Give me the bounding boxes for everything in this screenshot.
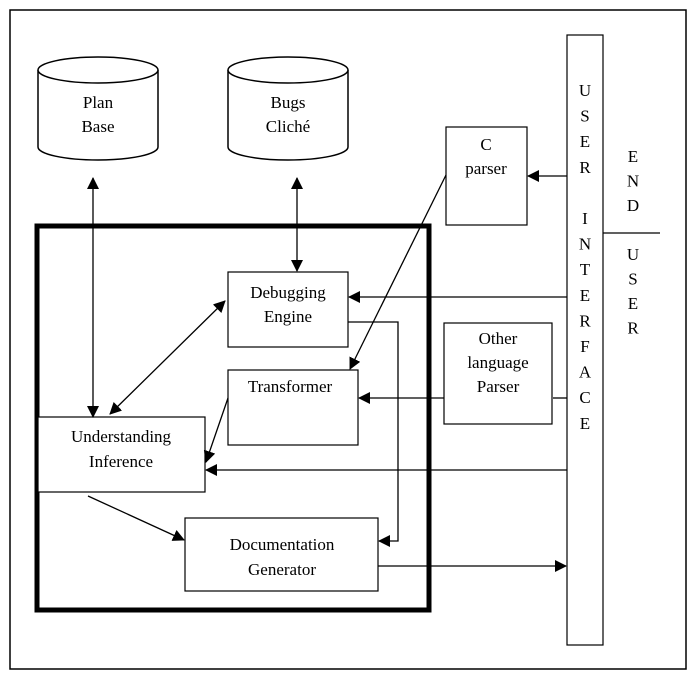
other-parser-label-line3: Parser bbox=[477, 377, 520, 396]
plan-base-label-line2: Base bbox=[81, 117, 114, 136]
debugging-engine-label-line2: Engine bbox=[264, 307, 312, 326]
arrow-understanding-debugging bbox=[109, 300, 226, 415]
bugs-cliche-label-line1: Bugs bbox=[271, 93, 306, 112]
other-parser-label-line1: Other bbox=[479, 329, 518, 348]
arrow-cparser-transformer bbox=[349, 174, 447, 370]
end-user-letter-7: R bbox=[627, 319, 639, 338]
end-user-letter-6: E bbox=[628, 294, 638, 313]
understanding-inference-box: Understanding Inference bbox=[37, 416, 206, 493]
user-interface-letter-9: R bbox=[579, 311, 591, 330]
user-interface-letter-13: E bbox=[580, 414, 590, 433]
other-language-parser-box: Other language Parser bbox=[443, 322, 553, 425]
core-system-boundary bbox=[34, 223, 432, 613]
end-user-letter-1: N bbox=[627, 172, 639, 191]
user-interface-letter-5: I bbox=[582, 209, 588, 228]
user-interface-letter-3: R bbox=[579, 158, 591, 177]
end-user-letter-2: D bbox=[627, 196, 639, 215]
debugging-engine-box: Debugging Engine bbox=[227, 271, 349, 348]
user-interface-letter-8: E bbox=[580, 286, 590, 305]
c-parser-label-line1: C bbox=[480, 135, 491, 154]
documentation-generator-label-line1: Documentation bbox=[230, 535, 335, 554]
user-interface-letter-10: F bbox=[580, 337, 589, 356]
end-user-letter-5: S bbox=[628, 270, 637, 289]
outer-frame bbox=[9, 9, 687, 670]
other-parser-label-line2: language bbox=[467, 353, 528, 372]
debugging-engine-label-line1: Debugging bbox=[250, 283, 326, 302]
understanding-inference-label-line1: Understanding bbox=[71, 427, 172, 446]
end-user-letter-4: U bbox=[627, 245, 639, 264]
end-user-letter-0: E bbox=[628, 147, 638, 166]
arrow-transformer-understanding bbox=[203, 397, 229, 463]
understanding-inference-label-line2: Inference bbox=[89, 452, 153, 471]
connectors bbox=[87, 170, 567, 572]
user-interface-letter-11: A bbox=[579, 363, 592, 382]
plan-base-label-line1: Plan bbox=[83, 93, 114, 112]
c-parser-box: C parser bbox=[445, 126, 528, 226]
transformer-label: Transformer bbox=[248, 377, 333, 396]
documentation-generator-label-line2: Generator bbox=[248, 560, 316, 579]
c-parser-label-line2: parser bbox=[465, 159, 507, 178]
user-interface-letter-6: N bbox=[579, 235, 591, 254]
user-interface-letter-12: C bbox=[579, 388, 590, 407]
documentation-generator-box: Documentation Generator bbox=[184, 517, 379, 592]
user-interface-letter-0: U bbox=[579, 81, 591, 100]
user-interface-letter-2: E bbox=[580, 132, 590, 151]
user-interface-letter-1: S bbox=[580, 107, 589, 126]
transformer-box: Transformer bbox=[227, 369, 359, 446]
bugs-cliche-label-line2: Cliché bbox=[266, 117, 310, 136]
arrow-understanding-documentation bbox=[87, 495, 185, 541]
bugs-cliche-database: Bugs Cliché bbox=[227, 56, 349, 161]
user-interface-letter-7: T bbox=[580, 260, 591, 279]
plan-base-database: Plan Base bbox=[37, 56, 159, 161]
